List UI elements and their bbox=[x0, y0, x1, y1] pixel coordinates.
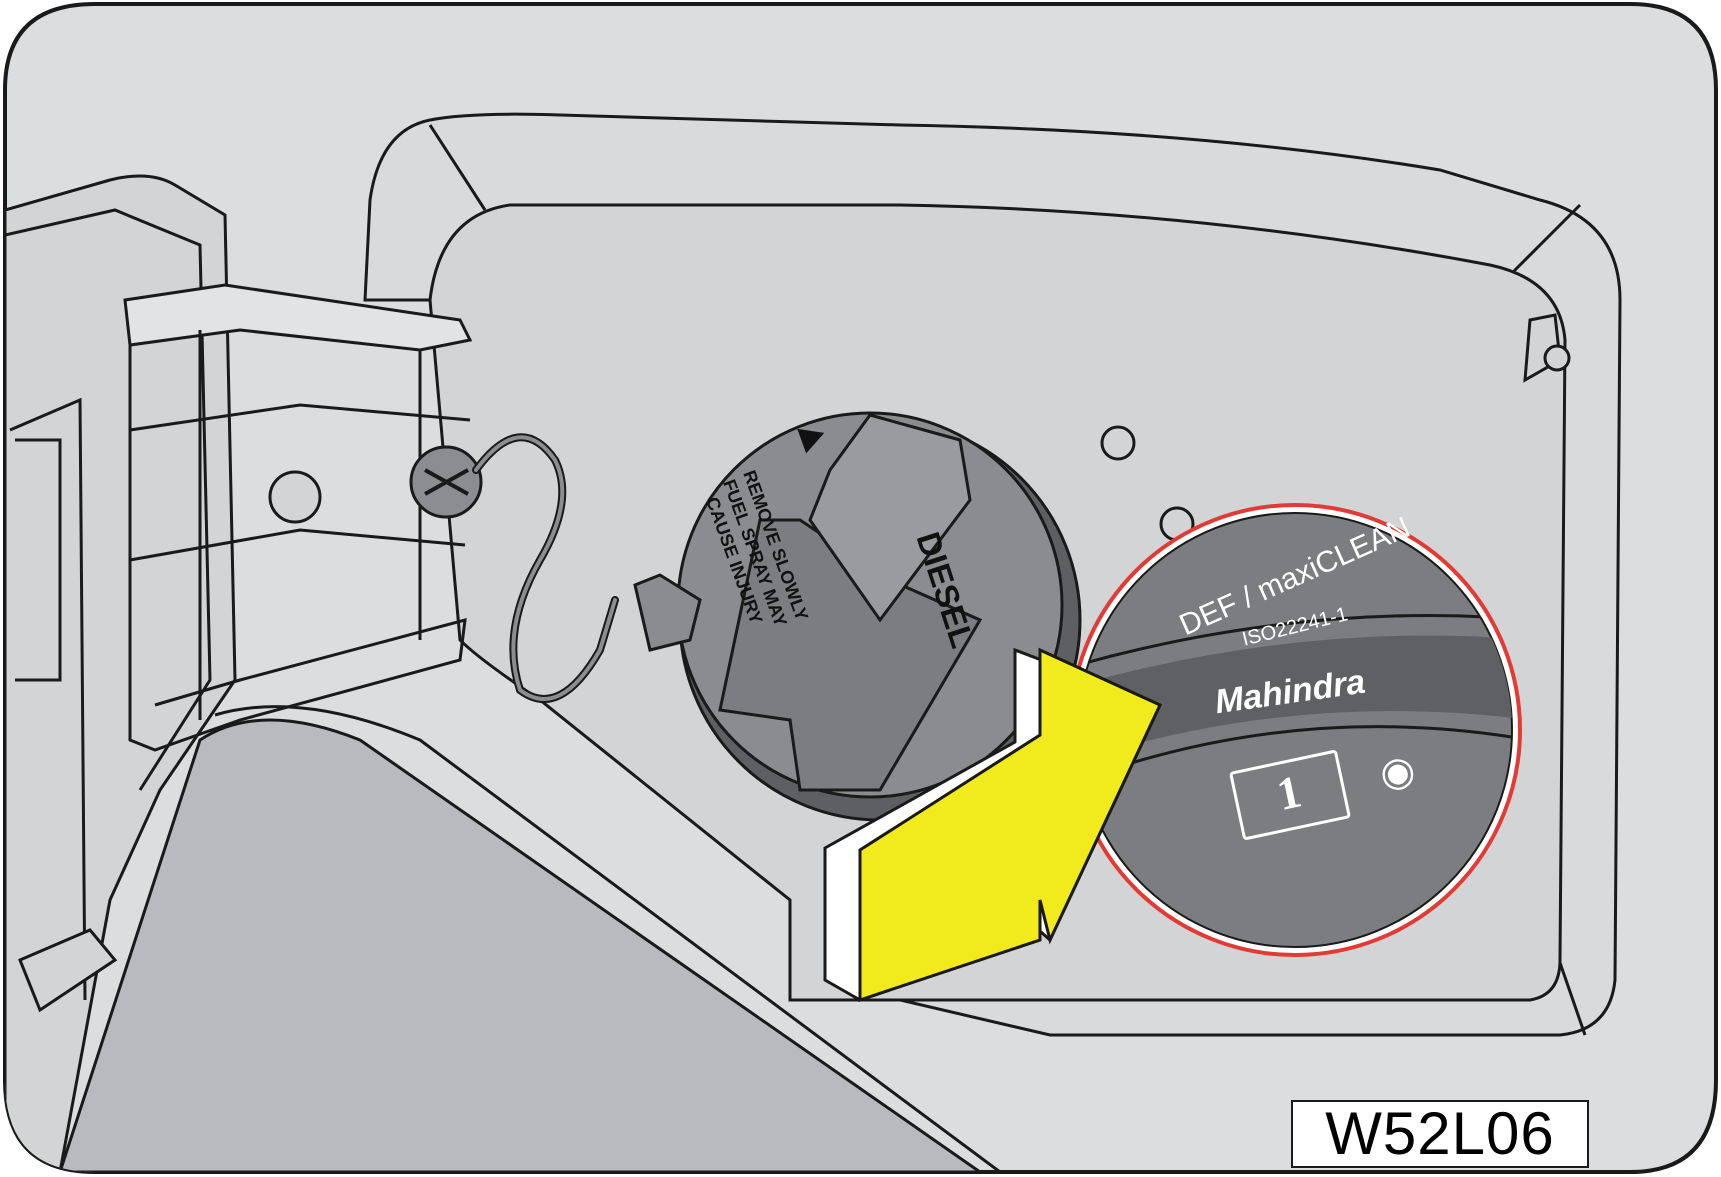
indicator-arrow bbox=[823, 647, 1163, 1003]
body-panel-shadow bbox=[57, 718, 985, 1172]
figure-reference-code: W52L06 bbox=[1291, 1100, 1589, 1168]
fluid-drop-icon: ◉ bbox=[1376, 746, 1419, 798]
fuel-flap-door bbox=[5, 174, 473, 1172]
diesel-fuel-cap bbox=[633, 411, 1082, 822]
tether-plug bbox=[409, 433, 619, 703]
body-panel-edge bbox=[214, 705, 1001, 1172]
def-cap bbox=[1068, 503, 1522, 957]
manual-number: 1 bbox=[1272, 765, 1306, 820]
